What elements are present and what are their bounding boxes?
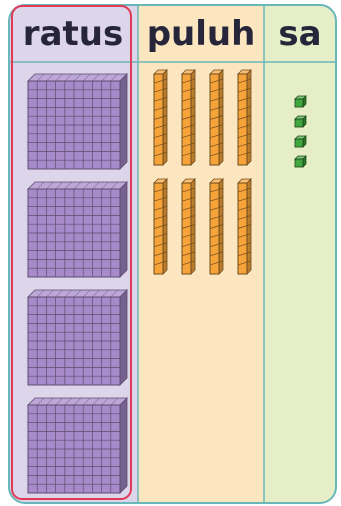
hundred-block — [28, 74, 127, 169]
ten-rod — [238, 70, 251, 165]
ten-rod — [182, 70, 195, 165]
ten-rod — [182, 179, 195, 274]
one-cube — [295, 96, 306, 107]
header-hundreds: ratus — [23, 14, 123, 54]
one-cube — [295, 116, 306, 127]
ten-rod — [154, 179, 167, 274]
header-tens: puluh — [147, 14, 256, 54]
header-ones: sa — [278, 14, 321, 54]
ones-column-bg — [264, 5, 336, 503]
hundred-block — [28, 398, 127, 493]
hundred-block — [28, 182, 127, 277]
one-cube — [295, 136, 306, 147]
hundred-block — [28, 290, 127, 385]
ten-rod — [210, 70, 223, 165]
ten-rod — [154, 70, 167, 165]
ten-rod — [210, 179, 223, 274]
ten-rod — [238, 179, 251, 274]
one-cube — [295, 156, 306, 167]
